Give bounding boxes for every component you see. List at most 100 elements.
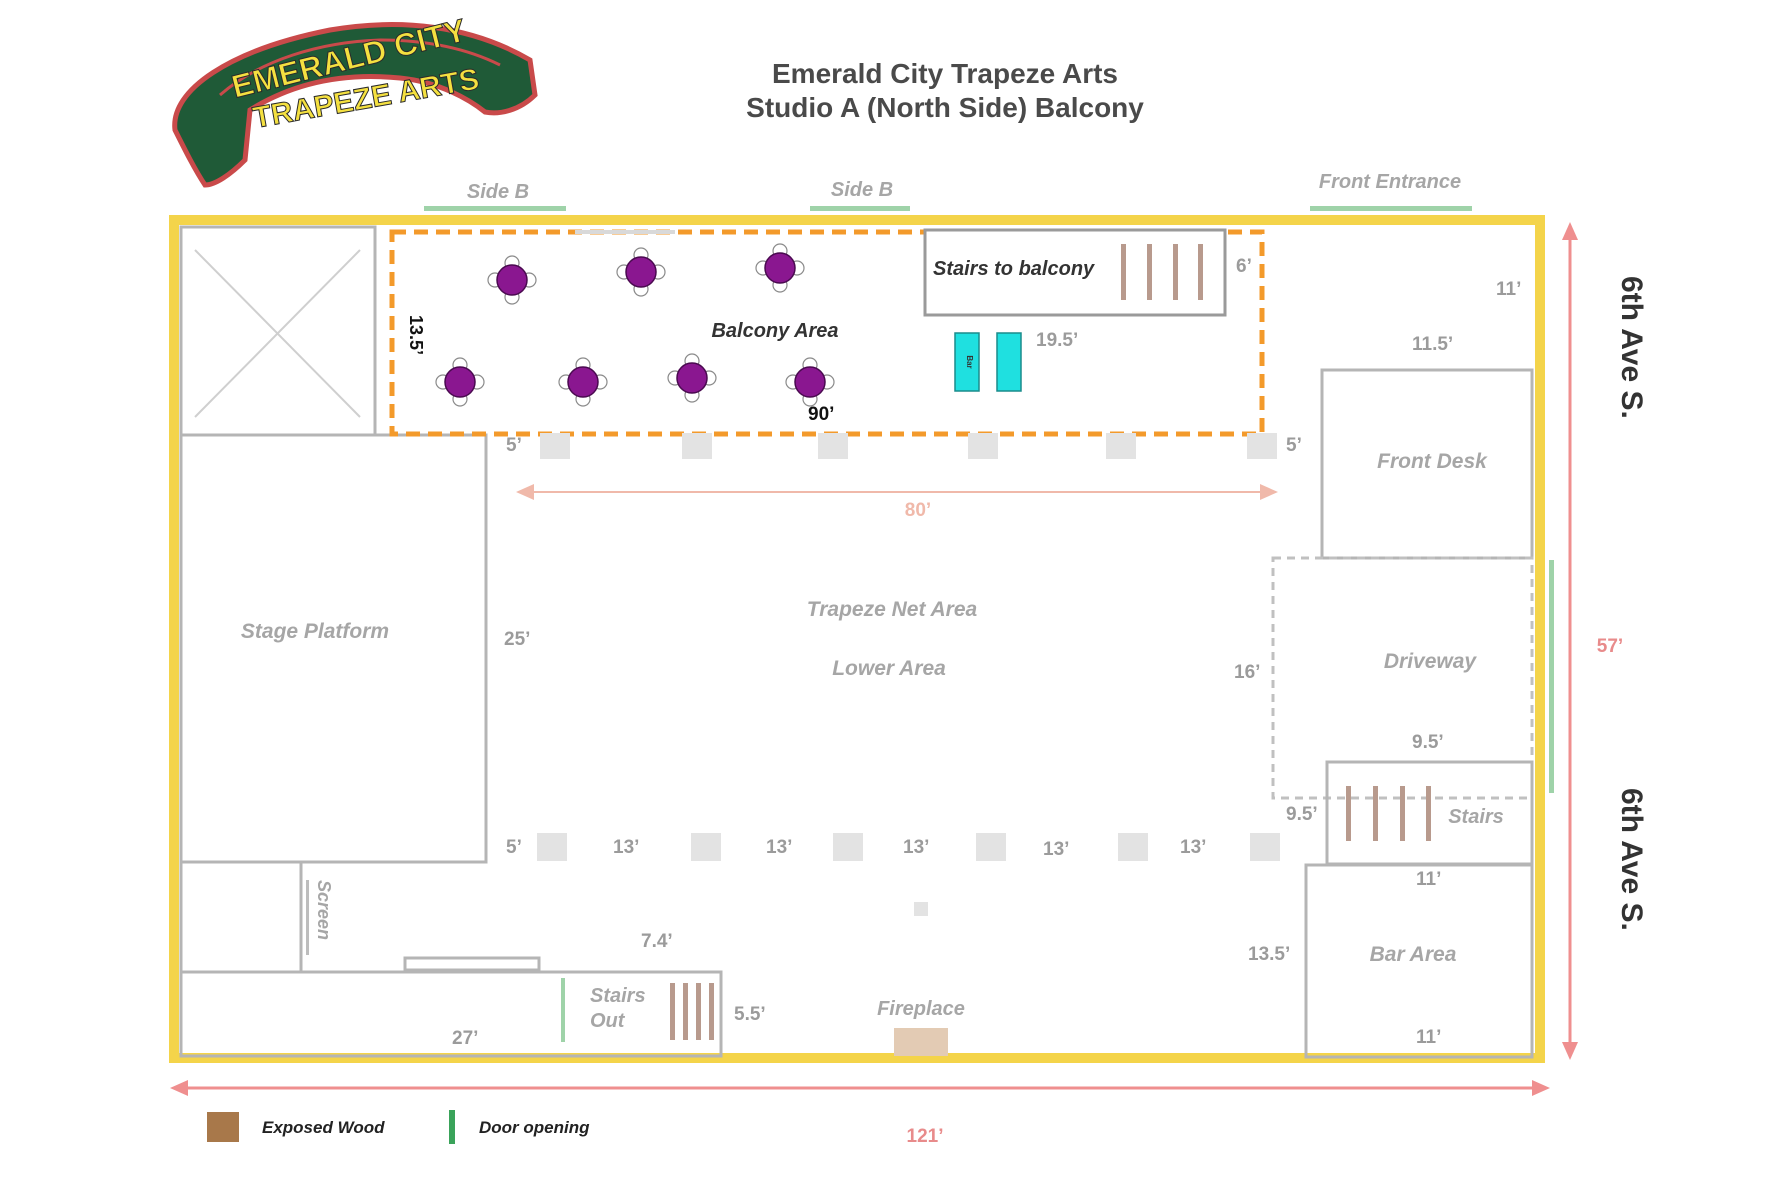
screen-label: Screen (314, 880, 334, 940)
dimension-arrow-57 (1562, 222, 1578, 1060)
stairs-out-label-1: Stairs (590, 985, 646, 1007)
pillar-bottom-4 (976, 833, 1006, 861)
dimension-spacing-3: 13’ (903, 837, 929, 858)
door-opening-side-b-center (810, 206, 910, 211)
dimension-bar-to-edge: 19.5’ (1036, 330, 1078, 351)
legend-wood-label: Exposed Wood (262, 1118, 385, 1137)
screen-line (306, 880, 309, 955)
pillar-bottom-5 (1118, 833, 1148, 861)
dimension-front-desk-top: 11.5’ (1412, 334, 1453, 355)
dimension-balcony-depth: 13.5’ (406, 315, 426, 355)
dimension-121: 121’ (907, 1126, 944, 1147)
table-6 (667, 353, 717, 403)
window-ledge (403, 956, 541, 972)
storage-box (179, 860, 303, 974)
dimension-stairs-left: 9.5’ (1286, 804, 1318, 825)
dimension-bar-width: 11’ (1416, 1027, 1441, 1048)
trapeze-net-area-label: Trapeze Net Area (807, 598, 978, 621)
table-4 (435, 357, 485, 407)
front-desk-label: Front Desk (1377, 450, 1488, 473)
bar-area (1304, 863, 1534, 1059)
driveway (1271, 556, 1534, 800)
pillar-top-5 (1106, 433, 1136, 459)
door-label-front-entrance: Front Entrance (1319, 171, 1461, 193)
door-label-side-b-center: Side B (831, 179, 893, 201)
dimension-spacing-2: 13’ (766, 837, 792, 858)
street-label-lower: 6th Ave S. (1615, 788, 1648, 931)
pillar-top-1 (540, 433, 570, 459)
open-void-box (179, 225, 377, 437)
pillar-small (914, 902, 928, 916)
dimension-spacing-4: 13’ (1043, 839, 1069, 860)
pillar-top-3 (818, 433, 848, 459)
building-outer-wall (169, 215, 1545, 1063)
street-label-upper: 6th Ave S. (1615, 276, 1648, 419)
pillars (537, 433, 1280, 916)
pillar-bottom-1 (537, 833, 567, 861)
dimension-lower-left: 7.4’ (641, 931, 673, 952)
door-opening-side-b-left (424, 206, 566, 211)
dimension-stairs-bottom: 11’ (1416, 869, 1441, 890)
dimension-stage-height: 25’ (504, 629, 530, 650)
table-top (764, 252, 796, 284)
table-top (496, 264, 528, 296)
pillar-top-2 (682, 433, 712, 459)
dimension-driveway-height: 16’ (1234, 662, 1260, 683)
bar-counter-label: Bar (965, 355, 974, 368)
pillar-top-6 (1247, 433, 1277, 459)
logo: EMERALD CITY TRAPEZE ARTS (172, 11, 538, 188)
table-1 (487, 255, 537, 305)
stairs-out-wood-steps (670, 983, 714, 1040)
stairs-out-label-2: Out (590, 1010, 626, 1032)
balcony-area-label: Balcony Area (711, 320, 838, 342)
dimension-driveway-width: 9.5’ (1412, 732, 1444, 753)
table-3 (755, 243, 805, 293)
dimension-pillar-left-top: 5’ (506, 435, 522, 456)
dimension-arrow-80 (516, 484, 1278, 500)
bar-counter-1 (954, 332, 980, 392)
fireplace (894, 1028, 948, 1056)
dimension-spacing-1: 13’ (613, 837, 639, 858)
stairs-label: Stairs (1448, 806, 1504, 828)
stairs-to-balcony-wood-steps (1121, 244, 1203, 300)
bar-area-label: Bar Area (1370, 943, 1457, 966)
bar-counter-2 (996, 332, 1022, 392)
door-label-side-b-left: Side B (467, 181, 529, 203)
stairs-wood-steps (1346, 786, 1431, 841)
table-2 (616, 247, 666, 297)
stage-platform-label: Stage Platform (241, 620, 389, 643)
door-opening-front-entrance (1310, 206, 1472, 211)
driveway-label: Driveway (1384, 650, 1478, 673)
table-top (444, 366, 476, 398)
table-top (625, 256, 657, 288)
stairs-out-door (561, 978, 565, 1042)
dimension-balcony-length: 90’ (808, 404, 834, 425)
dimension-bar-height: 13.5’ (1248, 944, 1290, 965)
legend-door-swatch (449, 1110, 455, 1144)
pillar-bottom-2 (691, 833, 721, 861)
pillar-bottom-6 (1250, 833, 1280, 861)
dimension-stairs-width: 6’ (1236, 256, 1252, 277)
fireplace-label: Fireplace (877, 998, 965, 1020)
balcony-top-wall (575, 230, 675, 234)
title-line1: Emerald City Trapeze Arts (772, 58, 1118, 89)
driveway-door (1549, 560, 1554, 793)
stairs-to-balcony-label: Stairs to balcony (933, 258, 1095, 280)
table-top (567, 366, 599, 398)
dimension-arrow-121 (170, 1080, 1550, 1096)
legend-door-label: Door opening (479, 1118, 590, 1137)
legend-wood-swatch (207, 1112, 239, 1142)
stairs-out-room (179, 970, 723, 1058)
dimension-57: 57’ (1597, 636, 1623, 657)
pillar-bottom-3 (833, 833, 863, 861)
dimension-80: 80’ (905, 500, 931, 521)
table-7 (785, 357, 835, 407)
table-5 (558, 357, 608, 407)
dimension-stairs-out-height: 5.5’ (734, 1004, 766, 1025)
lower-area-label: Lower Area (832, 657, 946, 680)
title-line2: Studio A (North Side) Balcony (746, 92, 1144, 123)
stage-platform (179, 433, 488, 864)
balcony-tables (435, 243, 835, 407)
dimension-spacing-5: 13’ (1180, 837, 1206, 858)
